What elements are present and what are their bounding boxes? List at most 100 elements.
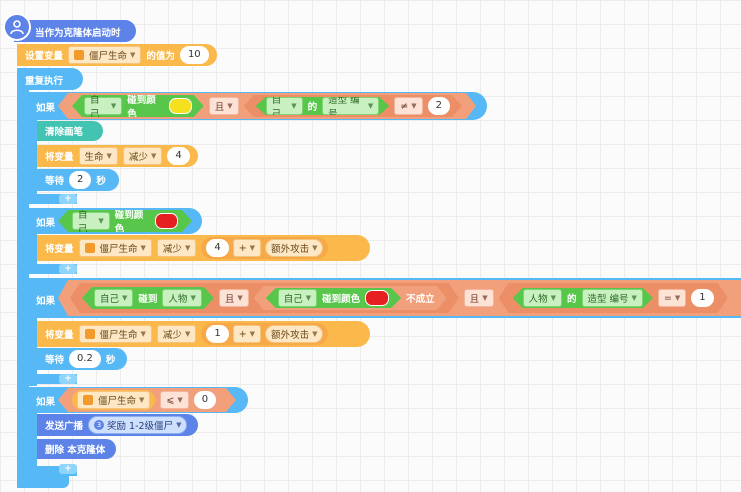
compare-value-input[interactable]: 2 xyxy=(428,97,450,115)
property-dropdown[interactable]: 造型 编号▼ xyxy=(582,289,643,307)
chevron-down-icon: ▼ xyxy=(177,396,183,404)
compare-value-input[interactable]: 0 xyxy=(194,391,216,409)
color-swatch-red[interactable] xyxy=(155,213,178,229)
sprite-dropdown[interactable]: 自己▼ xyxy=(72,212,110,230)
change-op-dropdown[interactable]: 减少▼ xyxy=(122,147,163,165)
chevron-down-icon: ▼ xyxy=(631,294,637,302)
of-label: 的 xyxy=(307,102,318,113)
wait-block[interactable]: 等待 0.2 秒 xyxy=(37,348,127,370)
add-block-plus-icon[interactable]: + xyxy=(59,264,77,274)
change-variable-block[interactable]: 将变量 僵尸生命▼ 减少▼ 1 +▼ 额外攻击▼ xyxy=(37,321,370,347)
chevron-down-icon: ▼ xyxy=(184,244,191,252)
plus-operator[interactable]: +▼ xyxy=(232,325,262,343)
seconds-label: 秒 xyxy=(105,355,116,366)
change-op-dropdown[interactable]: 减少▼ xyxy=(156,239,197,257)
chevron-down-icon: ▼ xyxy=(411,102,417,110)
sprite-dropdown[interactable]: 自己▼ xyxy=(94,289,133,307)
variable-dropdown[interactable]: 僵尸生命▼ xyxy=(78,239,152,257)
touch-color-condition[interactable]: 自己▼ 碰到颜色 xyxy=(266,288,401,308)
touch-sprite-condition[interactable]: 自己▼ 碰到 人物▼ xyxy=(82,287,214,309)
touch-color-label: 碰到颜色 xyxy=(322,294,361,305)
touch-color-label: 碰到颜色 xyxy=(114,210,144,235)
if2-touch-color-condition[interactable]: 自己▼ 碰到颜色 xyxy=(58,210,192,232)
delete-clone-block[interactable]: 删除 本克隆体 xyxy=(37,439,116,459)
chevron-down-icon: ▼ xyxy=(249,330,256,338)
compare-operator[interactable]: ≠▼ xyxy=(394,97,422,115)
touch-color-label: 碰到颜色 xyxy=(127,95,156,120)
set-variable-block[interactable]: 设置变量 僵尸生命▼ 的值为 10 xyxy=(17,44,217,66)
and-operator-2[interactable]: 且▼ xyxy=(464,289,494,307)
plus-operator[interactable]: +▼ xyxy=(232,239,262,257)
wait-seconds-input[interactable]: 0.2 xyxy=(69,350,101,368)
compare-value-input[interactable]: 1 xyxy=(691,289,713,307)
if3-arm xyxy=(29,316,37,386)
chevron-down-icon: ▼ xyxy=(482,294,488,302)
chevron-down-icon: ▼ xyxy=(291,102,297,110)
clear-pen-block[interactable]: 清除画笔 xyxy=(37,121,103,141)
if1-and-condition[interactable]: 自己▼ 碰到颜色 且▼ 自己▼ 的 造型 编号▼ ≠▼ 2 xyxy=(58,93,476,119)
chevron-down-icon: ▼ xyxy=(305,294,312,302)
num-input[interactable]: 4 xyxy=(206,239,229,257)
chevron-down-icon: ▼ xyxy=(140,244,146,252)
add-block-plus-icon[interactable]: + xyxy=(59,194,77,204)
add-operator-reporter[interactable]: 4 +▼ 额外攻击▼ xyxy=(201,237,329,259)
not-condition[interactable]: 自己▼ 碰到颜色 不成立 xyxy=(254,286,447,310)
and-operator[interactable]: 且▼ xyxy=(209,97,239,115)
variable-dropdown[interactable]: 僵尸生命▼ xyxy=(77,391,150,409)
wait-label: 等待 xyxy=(45,176,65,187)
sprite-property-reporter[interactable]: 人物▼ 的 造型 编号▼ xyxy=(513,288,653,308)
if1-label: 如果 xyxy=(36,103,56,114)
if3-and-condition[interactable]: 自己▼ 碰到 人物▼ 且▼ 自己▼ 碰到颜色 不成立 且▼ 人物▼ 的 造型 编… xyxy=(58,280,741,316)
delete-clone-label: 删除 本克隆体 xyxy=(45,445,106,456)
chevron-down-icon: ▼ xyxy=(130,51,136,59)
compare-operator[interactable]: =▼ xyxy=(658,289,686,307)
zombie-icon xyxy=(84,329,95,339)
extra-attack-variable[interactable]: 额外攻击▼ xyxy=(265,239,324,257)
num-input[interactable]: 1 xyxy=(206,325,229,343)
sprite-dropdown[interactable]: 自己▼ xyxy=(84,97,122,115)
inner-and-condition[interactable]: 自己▼ 碰到 人物▼ 且▼ 自己▼ 碰到颜色 不成立 xyxy=(70,283,459,313)
clone-user-icon xyxy=(3,13,31,41)
sprite-dropdown[interactable]: 自己▼ xyxy=(278,289,317,307)
value-of-label: 的值为 xyxy=(146,51,175,62)
value-input[interactable]: 10 xyxy=(179,46,209,64)
repeat-forever-top[interactable] xyxy=(17,68,83,90)
and-operator[interactable]: 且▼ xyxy=(219,289,249,307)
target-dropdown[interactable]: 人物▼ xyxy=(162,289,201,307)
repeat-forever-arm xyxy=(17,88,29,486)
variable-dropdown[interactable]: 生命▼ xyxy=(78,147,118,165)
add-operator-reporter[interactable]: 1 +▼ 额外攻击▼ xyxy=(201,323,329,345)
variable-dropdown[interactable]: 僵尸生命▼ xyxy=(78,325,152,343)
target-dropdown[interactable]: 人物▼ xyxy=(523,289,562,307)
change-variable-block[interactable]: 将变量 生命▼ 减少▼ 4 xyxy=(37,145,198,167)
sprite-dropdown[interactable]: 自己▼ xyxy=(266,97,303,115)
variable-name: 僵尸生命 xyxy=(89,51,128,62)
compare-condition[interactable]: 自己▼ 的 造型 编号▼ ≠▼ 2 xyxy=(244,95,462,117)
chevron-down-icon: ▼ xyxy=(550,294,556,302)
change-value-input[interactable]: 4 xyxy=(167,147,190,165)
compare-operator[interactable]: ⩽▼ xyxy=(160,391,188,409)
extra-attack-variable[interactable]: 额外攻击▼ xyxy=(265,325,324,343)
touch-color-condition[interactable]: 自己▼ 碰到颜色 xyxy=(72,95,204,117)
change-variable-block[interactable]: 将变量 僵尸生命▼ 减少▼ 4 +▼ 额外攻击▼ xyxy=(37,235,370,261)
variable-reporter[interactable]: 僵尸生命▼ xyxy=(72,390,155,410)
if4-arm xyxy=(29,411,37,477)
chevron-down-icon: ▼ xyxy=(140,330,146,338)
sprite-property-reporter[interactable]: 自己▼ 的 造型 编号▼ xyxy=(256,97,390,115)
color-swatch-yellow[interactable] xyxy=(169,98,192,114)
seconds-label: 秒 xyxy=(96,176,106,187)
add-block-plus-icon[interactable]: + xyxy=(59,464,77,474)
add-block-plus-icon[interactable]: + xyxy=(59,374,77,384)
wait-block[interactable]: 等待 2 秒 xyxy=(37,169,119,191)
color-swatch-red[interactable] xyxy=(365,290,389,306)
property-dropdown[interactable]: 造型 编号▼ xyxy=(322,97,379,115)
if4-compare-condition[interactable]: 僵尸生命▼ ⩽▼ 0 xyxy=(58,388,236,412)
wait-seconds-input[interactable]: 2 xyxy=(69,171,92,189)
compare-condition[interactable]: 人物▼ 的 造型 编号▼ =▼ 1 xyxy=(499,283,728,313)
of-label: 的 xyxy=(566,294,577,305)
variable-dropdown[interactable]: 僵尸生命▼ xyxy=(68,46,142,64)
hat-block[interactable] xyxy=(14,20,136,42)
change-op-dropdown[interactable]: 减少▼ xyxy=(156,325,197,343)
